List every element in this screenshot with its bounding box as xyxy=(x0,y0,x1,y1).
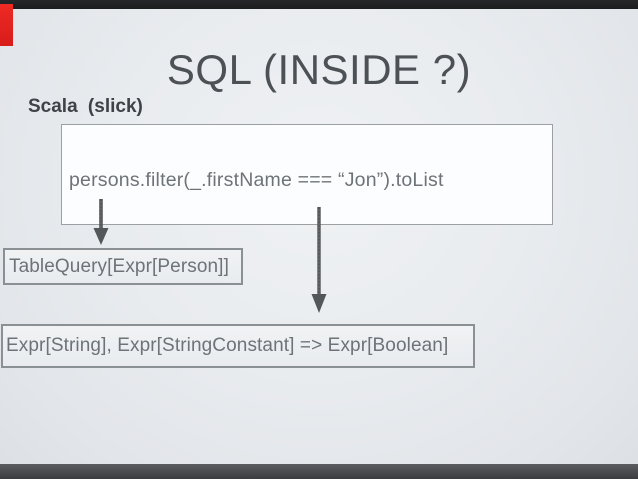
bottom-letterbox-bar xyxy=(0,464,638,479)
down-arrow-icon xyxy=(311,207,327,313)
code-text: persons.filter(_.firstName === “Jon”).to… xyxy=(69,169,444,191)
type-box-tablequery: TableQuery[Expr[Person]] xyxy=(3,248,243,285)
type-box-text: TableQuery[Expr[Person]] xyxy=(9,255,229,277)
type-box-expr: Expr[String], Expr[StringConstant] => Ex… xyxy=(1,324,475,368)
slide-title: SQL (INSIDE ?) xyxy=(166,46,472,93)
red-marker xyxy=(0,4,13,46)
language-label: Scala (slick) xyxy=(28,96,143,117)
type-box-text: Expr[String], Expr[StringConstant] => Ex… xyxy=(6,335,449,356)
code-box: persons.filter(_.firstName === “Jon”).to… xyxy=(61,124,553,225)
down-arrow-icon xyxy=(93,199,109,245)
top-letterbox-bar xyxy=(0,0,638,9)
